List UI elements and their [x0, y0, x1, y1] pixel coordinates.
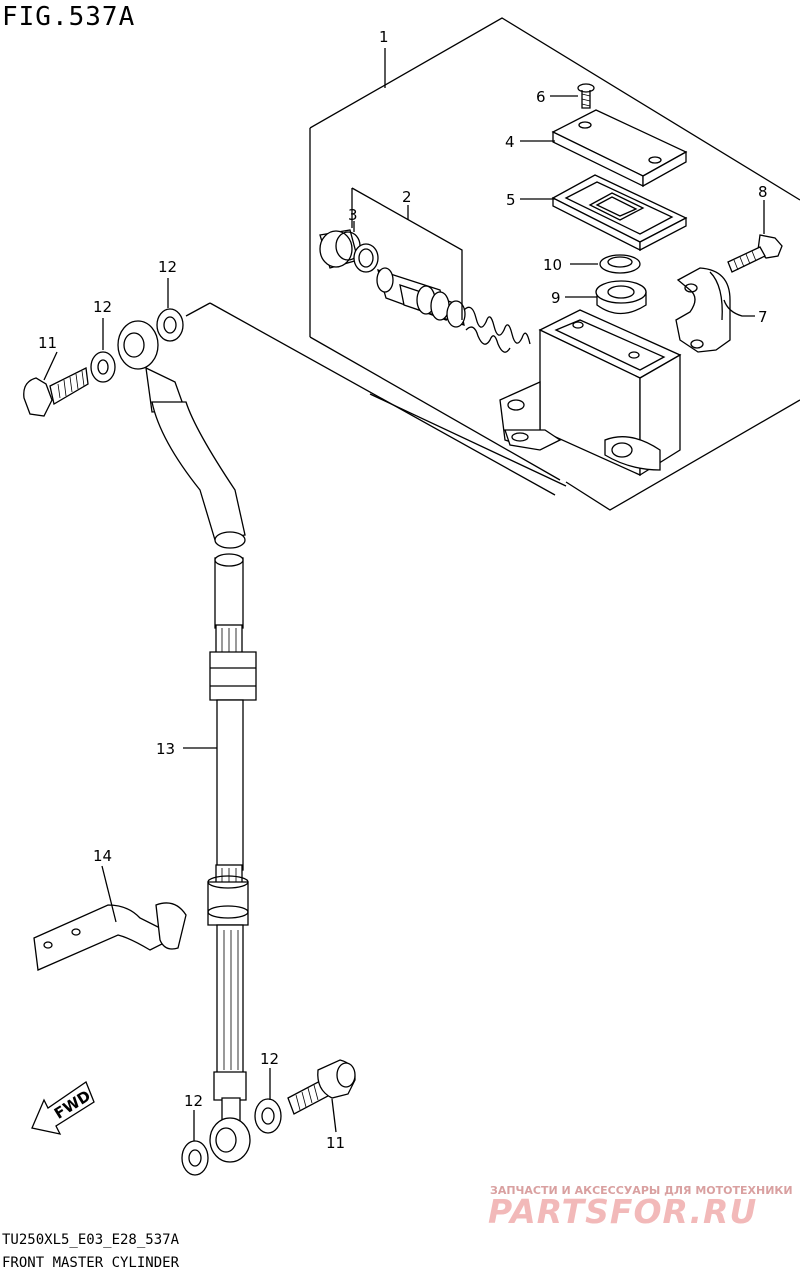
- callout-12-c: 12: [260, 1050, 279, 1068]
- diagram-caption: FRONT MASTER CYLINDER: [2, 1255, 180, 1271]
- callout-8: 8: [758, 183, 768, 201]
- model-code: TU250XL5_E03_E28_537A: [2, 1232, 180, 1248]
- part-13-brake-hose: [117, 320, 257, 1163]
- part-11-union-bolt-lower: [287, 1059, 356, 1115]
- callout-12-a: 12: [158, 258, 177, 276]
- leader-lines: [43, 48, 765, 1141]
- callout-14: 14: [93, 847, 112, 865]
- callout-3: 3: [348, 206, 358, 224]
- callout-11-upper: 11: [38, 334, 57, 352]
- part-3-boot: [319, 229, 361, 269]
- callout-4: 4: [505, 133, 515, 151]
- watermark-tagline: ЗАПЧАСТИ И АКСЕССУАРЫ ДЛЯ МОТОТЕХНИКИ: [490, 1184, 793, 1197]
- callout-11-lower: 11: [326, 1134, 345, 1152]
- assembly-box: [185, 17, 800, 511]
- callout-12-b: 12: [93, 298, 112, 316]
- part-12-washer-lower-b: [181, 1140, 209, 1176]
- callout-bracket-2: [351, 187, 463, 320]
- callout-13: 13: [156, 740, 175, 758]
- part-5-diaphragm: [551, 174, 688, 252]
- part-12-washer-upper-b: [90, 351, 116, 383]
- part-8-bolt: [727, 234, 783, 273]
- part-6-screw: [577, 83, 595, 109]
- watermark-logo: PARTSFOR.RU: [488, 1192, 758, 1231]
- part-11-union-bolt-upper: [23, 367, 89, 417]
- part-14-bracket: [33, 902, 187, 971]
- part-9-grommet: [595, 280, 647, 315]
- part-4-reservoir-cap: [551, 109, 688, 188]
- callout-6: 6: [536, 88, 546, 106]
- part-12-washer-upper-a: [156, 308, 184, 342]
- callout-12-d: 12: [184, 1092, 203, 1110]
- part-7-holder: [675, 267, 731, 353]
- part-2-piston-kit: [353, 243, 531, 353]
- callout-5: 5: [506, 191, 516, 209]
- callout-9: 9: [551, 289, 561, 307]
- part-12-washer-lower-a: [254, 1098, 282, 1134]
- fwd-arrow-icon: [31, 1081, 95, 1135]
- figure-title: FIG.537A: [2, 2, 136, 32]
- callout-7: 7: [758, 308, 768, 326]
- callout-10: 10: [543, 256, 562, 274]
- master-cylinder-body: [499, 309, 682, 477]
- callout-1: 1: [379, 28, 389, 46]
- callout-2: 2: [402, 188, 412, 206]
- part-10-o-ring: [599, 254, 641, 274]
